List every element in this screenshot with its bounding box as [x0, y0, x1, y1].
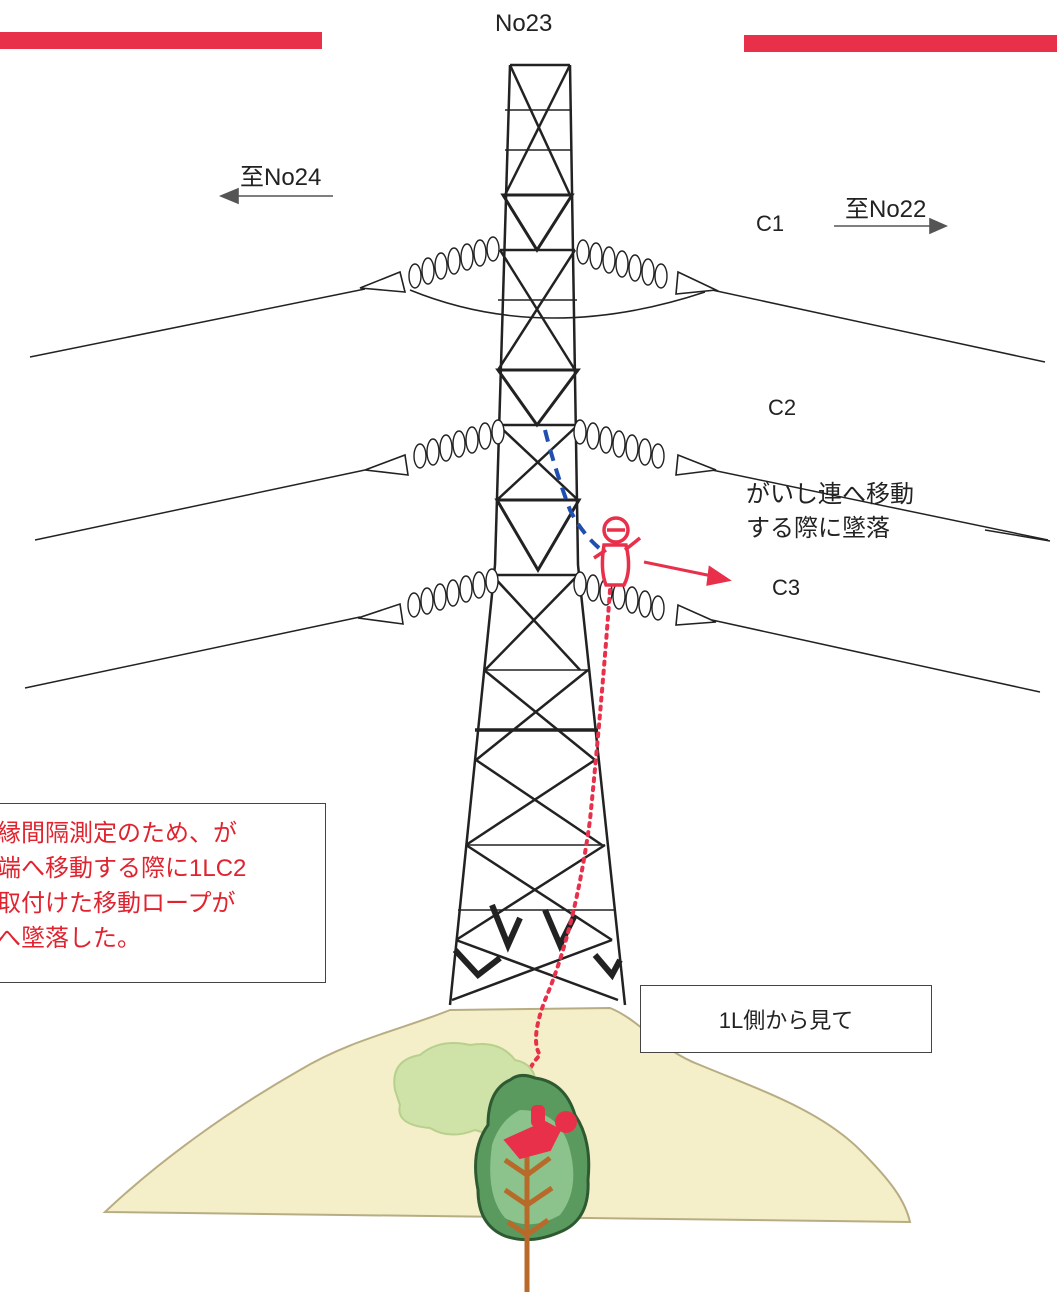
safety-rope [543, 429, 614, 560]
red-bar-left [0, 32, 322, 49]
fall-note: がいし連へ移動 する際に墜落 [746, 478, 914, 546]
view-note-text: 1L側から見て [718, 1008, 854, 1033]
direction-label-left: 至No24 [240, 164, 322, 191]
view-note: 1L側から見て [640, 985, 932, 1053]
insulators [357, 270, 719, 626]
red-bar-right [744, 35, 1057, 52]
fall-trajectory [522, 588, 612, 1112]
incident-note-line-4: へ墜落した。 [0, 925, 141, 952]
worker-figure [593, 516, 642, 587]
phase-label-c2: C2 [768, 395, 797, 420]
power-lines [24, 288, 1051, 693]
phase-label-c3: C3 [772, 575, 801, 600]
incident-note: 縁間隔測定のため、が 端へ移動する際に1LC2 取付けた移動ロープが へ墜落した… [0, 803, 326, 983]
fall-note-line-1: がいし連へ移動 [746, 481, 914, 508]
fallen-worker [503, 1105, 577, 1160]
incident-note-line-2: 端へ移動する際に1LC2 [0, 855, 247, 882]
phase-label-c1: C1 [756, 211, 785, 236]
movement-arrow [643, 560, 732, 586]
direction-arrows [218, 187, 948, 235]
direction-label-right: 至No22 [845, 196, 927, 223]
incident-note-line-3: 取付けた移動ロープが [0, 890, 236, 917]
incident-note-line-1: 縁間隔測定のため、が [0, 820, 237, 847]
lattice-tower [448, 63, 627, 1006]
tower-label: No23 [495, 10, 553, 37]
fall-note-line-2: する際に墜落 [746, 515, 890, 542]
